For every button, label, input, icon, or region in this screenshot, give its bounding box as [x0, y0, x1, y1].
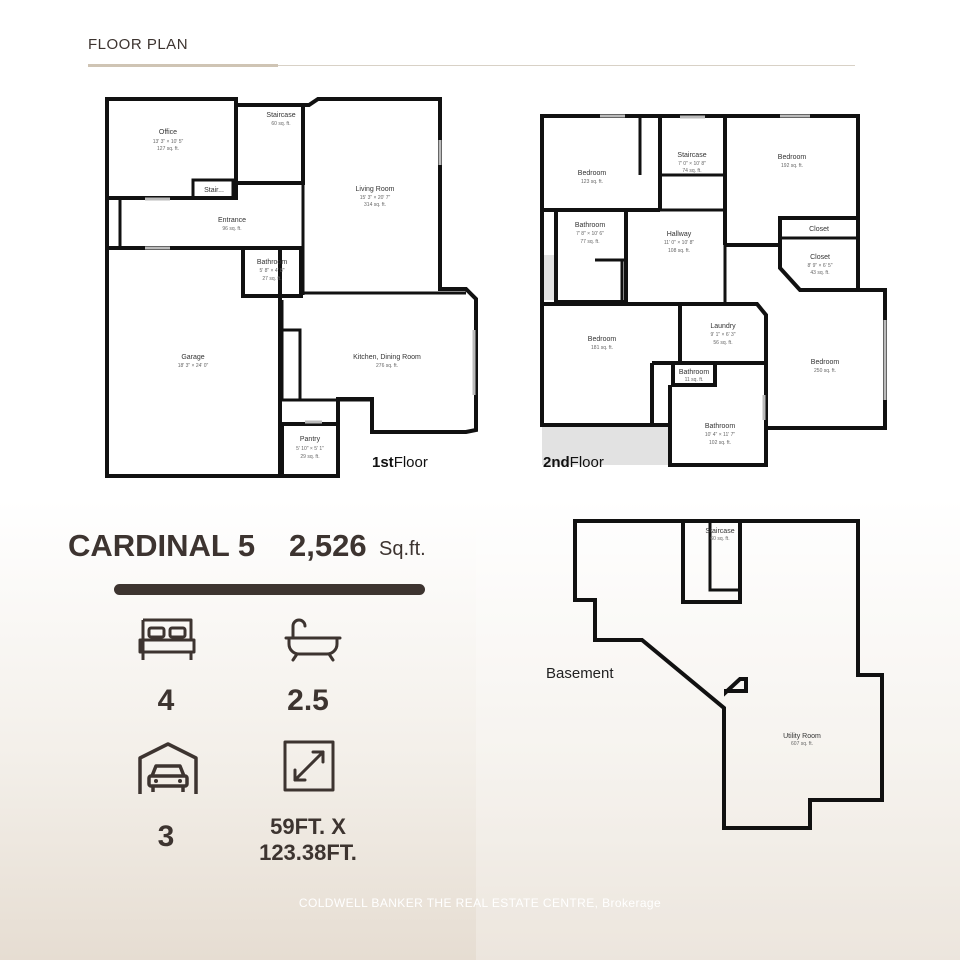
bed-icon — [138, 618, 196, 660]
room-bedroom-sw-area: 181 sq. ft. — [591, 345, 613, 351]
room-staircase2-name: Staircase — [677, 152, 706, 159]
bathrooms-count: 2.5 — [287, 684, 329, 717]
first-floor-label-num: 1st — [372, 454, 394, 471]
room-utility-name: Utility Room — [783, 733, 821, 740]
room-living-dims: 15' 3" × 20' 7" — [360, 195, 391, 201]
room-garage-dims: 18' 3" × 24' 0" — [178, 363, 209, 369]
bedrooms-count: 4 — [157, 684, 175, 717]
lot-size: 59FT. X 123.38FT. — [238, 814, 378, 866]
room-basement-staircase-name: Staircase — [705, 528, 734, 535]
room-entrance-name: Entrance — [218, 217, 246, 224]
sqft-unit: Sq.ft. — [379, 538, 426, 560]
background-panel — [476, 500, 960, 960]
basement-label: Basement — [546, 665, 614, 682]
room-living-area: 314 sq. ft. — [364, 202, 386, 208]
page-title: FLOOR PLAN — [88, 36, 189, 53]
basement-plan — [573, 519, 884, 830]
summary-divider-bar — [114, 584, 425, 595]
room-staircase2-dims: 7' 0" × 10' 8" — [678, 161, 706, 167]
room-garage-name: Garage — [181, 354, 204, 361]
room-bathroom-name: Bathroom — [257, 259, 288, 266]
room-hallway-area: 108 sq. ft. — [668, 248, 690, 254]
room-bedroom-ne-name: Bedroom — [778, 154, 807, 161]
room-staircase-name: Staircase — [266, 112, 295, 119]
room-laundry-area: 56 sq. ft. — [713, 340, 732, 346]
room-bedroom-nw-name: Bedroom — [578, 170, 607, 177]
room-bathroom-s-name: Bathroom — [705, 423, 736, 430]
room-bathroom-s-area: 102 sq. ft. — [709, 440, 731, 446]
room-bathroom-dims: 5' 8" × 4' 8" — [259, 268, 284, 274]
room-bathroom-w-area: 77 sq. ft. — [580, 239, 599, 245]
lot-size-line1: 59FT. X — [270, 814, 346, 839]
room-bathroom-small-area: 11 sq. ft. — [685, 377, 704, 383]
room-hallway-dims: 11' 0" × 10' 8" — [664, 240, 694, 246]
room-pantry-dims: 5' 10" × 5' 1" — [296, 446, 324, 452]
room-pantry-name: Pantry — [300, 436, 321, 443]
room-closet-2-dims: 8' 9" × 6' 5" — [807, 263, 832, 269]
room-bedroom-sw-name: Bedroom — [588, 336, 617, 343]
first-floor-label: 1stFloor — [372, 454, 428, 471]
room-staircase2-area: 74 sq. ft. — [682, 168, 701, 174]
room-laundry-name: Laundry — [710, 323, 736, 330]
room-laundry-dims: 9' 1" × 6' 3" — [710, 332, 735, 338]
room-bathroom-w-dims: 7' 8" × 10' 6" — [576, 231, 604, 237]
garage-count: 3 — [157, 820, 175, 853]
room-closet-2-name: Closet — [810, 254, 830, 261]
lot-size-line2: 123.38FT. — [259, 840, 357, 865]
room-utility-area: 607 sq. ft. — [791, 741, 813, 747]
first-floor-plan — [105, 97, 478, 478]
room-entrance-area: 96 sq. ft. — [222, 226, 241, 232]
room-bathroom-small-name: Bathroom — [679, 369, 710, 376]
room-office-name: Office — [159, 129, 177, 136]
bathtub-icon — [284, 618, 342, 662]
room-bedroom-ne-area: 192 sq. ft. — [781, 163, 803, 169]
header-divider-accent — [88, 64, 278, 67]
room-kitchen-area: 276 sq. ft. — [376, 363, 398, 369]
room-closet-2-area: 43 sq. ft. — [810, 270, 829, 276]
second-floor-label-num: 2nd — [543, 454, 570, 471]
first-floor-label-word: Floor — [394, 454, 428, 471]
room-stair-small-name: Stair... — [204, 187, 224, 194]
room-hallway-name: Hallway — [667, 231, 692, 238]
room-staircase-area: 60 sq. ft. — [271, 121, 290, 127]
total-sqft: 2,526 — [289, 528, 367, 563]
room-office-area: 127 sq. ft. — [157, 146, 179, 152]
room-bathroom-area: 27 sq. ft. — [262, 276, 281, 282]
room-closet-1-name: Closet — [809, 226, 829, 233]
diagonal-arrow-icon — [283, 740, 335, 792]
second-floor-label-word: Floor — [570, 454, 604, 471]
room-kitchen-name: Kitchen, Dining Room — [353, 354, 421, 361]
room-bedroom-nw-area: 123 sq. ft. — [581, 179, 603, 185]
room-pantry-area: 29 sq. ft. — [300, 454, 319, 460]
room-bathroom-w-name: Bathroom — [575, 222, 606, 229]
second-floor-plan — [540, 114, 887, 467]
room-bedroom-se-name: Bedroom — [811, 359, 840, 366]
room-bathroom-s-dims: 10' 4" × 11' 7" — [705, 432, 735, 438]
brokerage-footer: COLDWELL BANKER THE REAL ESTATE CENTRE, … — [298, 896, 662, 910]
room-living-name: Living Room — [356, 186, 395, 193]
second-floor-label: 2ndFloor — [543, 454, 604, 471]
room-basement-staircase-area: 60 sq. ft. — [710, 536, 729, 542]
room-office-dims: 13' 3" × 10' 5" — [153, 139, 184, 145]
model-name: CARDINAL 5 — [68, 528, 256, 563]
garage-car-icon — [138, 742, 198, 794]
room-bedroom-se-area: 250 sq. ft. — [814, 368, 836, 374]
header-divider — [88, 65, 855, 66]
